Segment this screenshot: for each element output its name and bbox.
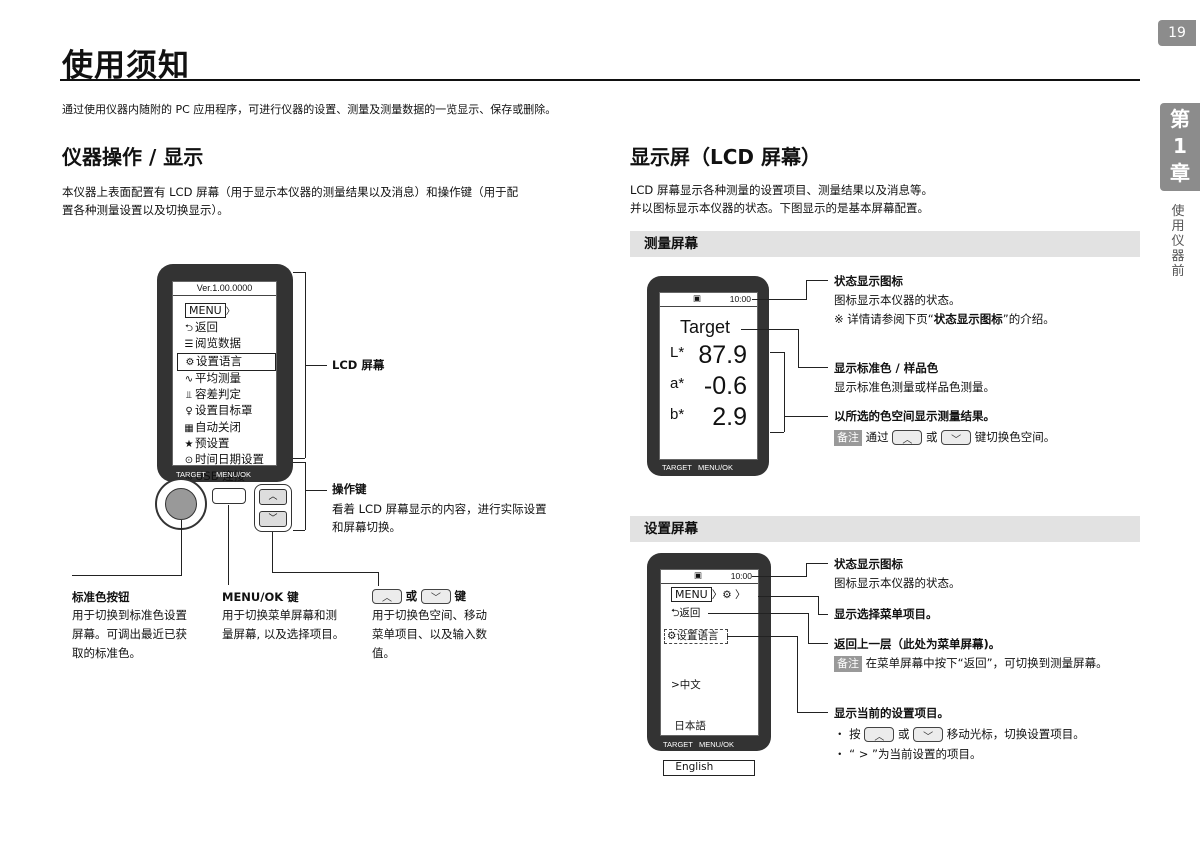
chapter-tab-char: 章 — [1170, 161, 1190, 185]
settings-current-callout: 显示当前的设置项目。 ・ 按 ︿ 或 ﹀ 移动光标，切换设置项目。 ・ “ > … — [834, 706, 1085, 761]
target-mask-icon: ♀ — [185, 406, 193, 418]
lab-row-a: a* -0.6 — [670, 372, 747, 400]
target-text: Target — [680, 317, 731, 337]
settings-menu-callout: 显示选择菜单项目。 — [834, 607, 938, 621]
chapter-tab-char: 1 — [1173, 134, 1187, 158]
menuok-label: MENU/OK — [698, 463, 734, 472]
menu-item[interactable]: ⮌返回 — [183, 320, 276, 336]
down-key[interactable]: ﹀ — [259, 511, 287, 527]
menu-list: ⮌返回 ☰阅览数据 ⚙设置语言 ∿平均测量 ⫫容差判定 ♀设置目标罩 ▦自动关闭… — [173, 318, 276, 485]
target-button-caption: 标准色按钮 用于切换到标准色设置 屏幕。可调出最近已获 取的标准色。 — [72, 590, 187, 660]
chapter-tab: 第 1 章 — [1160, 103, 1200, 191]
lab-row-l: L* 87.9 — [670, 341, 747, 369]
menu-label: MENU — [185, 303, 226, 318]
device-lcd: Ver.1.00.0000 MENU〉 ⮌返回 ☰阅览数据 ⚙设置语言 ∿平均测… — [172, 281, 277, 483]
settings-status-callout: 状态显示图标 图标显示本仪器的状态。 — [834, 557, 961, 590]
measure-lcd: ▣ 10:00 Target L* 87.9 a* -0.6 b* 2.9 — [659, 292, 758, 460]
operation-paragraph: 本仪器上表面配置有 LCD 屏幕（用于显示本仪器的测量结果以及消息）和操作键（用… — [62, 183, 518, 219]
measure-std-callout: 显示标准色 / 样品色 显示标准色测量或样品色测量。 — [834, 361, 995, 394]
keys-desc: 看着 LCD 屏幕显示的内容，进行实际设置 和屏幕切换。 — [332, 502, 547, 534]
target-label: TARGET — [662, 463, 692, 472]
measure-result-callout: 以所选的色空间显示测量结果。 备注 通过 ︿ 或 ﹀ 键切换色空间。 — [834, 409, 1056, 446]
option-item[interactable]: 日本語 — [671, 719, 706, 732]
keys-label: 操作键 — [332, 482, 367, 496]
chevron-up-icon: ︿ — [268, 492, 278, 502]
measure-screen-bar: 测量屏幕 — [630, 231, 1140, 257]
settings-lcd: ▣ 10:00 MENU〉⚙ 〉 ⮌返回 ⚙设置语言 >中文 日本語 Engli… — [660, 569, 759, 776]
time-text: 10:00 — [729, 294, 751, 304]
settings-screen-bar: 设置屏幕 — [630, 516, 1140, 542]
option-item-highlighted[interactable]: English — [663, 760, 755, 776]
chevron-down-icon: ﹀ — [268, 514, 278, 524]
settings-back-callout: 返回上一层（此处为菜单屏幕)。 备注 在菜单屏幕中按下“返回”，可切换到测量屏幕… — [834, 637, 1108, 672]
current-item[interactable]: ⚙设置语言 — [664, 629, 728, 644]
menuok-label: MENU/OK — [699, 740, 735, 749]
status-icon: ▣ — [693, 293, 702, 303]
menu-item[interactable]: ∿平均测量 — [183, 371, 276, 387]
language-icon: ⚙ — [722, 589, 732, 601]
section-heading-display: 显示屏（LCD 屏幕） — [630, 145, 821, 169]
menu-item[interactable]: ⊙时间日期设置 — [183, 452, 276, 468]
list-icon: ☰ — [184, 339, 194, 351]
page-title: 使用须知 — [62, 48, 190, 84]
down-key-icon: ﹀ — [420, 589, 451, 604]
up-key[interactable]: ︿ — [259, 489, 287, 505]
menu-label: MENU — [671, 587, 712, 602]
up-key-icon: ︿ — [892, 430, 923, 446]
average-icon: ∿ — [184, 373, 194, 385]
menuok-label: MENU/OK — [216, 470, 252, 479]
note-tag: 备注 — [834, 656, 862, 672]
auto-off-icon: ▦ — [184, 422, 194, 434]
lab-row-b: b* 2.9 — [670, 403, 747, 431]
clock-icon: ⊙ — [184, 455, 194, 467]
target-button[interactable] — [165, 488, 197, 520]
menuok-caption: MENU/OK 键 用于切换菜单屏幕和测 量屏幕, 以及选择项目。 — [222, 590, 345, 641]
lcd-screen-label: LCD 屏幕 — [332, 358, 385, 372]
menu-item[interactable]: ▦自动关闭 — [183, 420, 276, 436]
language-icon: ⚙ — [185, 356, 195, 368]
menu-item[interactable]: ☰阅览数据 — [183, 336, 276, 352]
back-item[interactable]: ⮌返回 — [671, 607, 701, 619]
menu-item[interactable]: ★预设置 — [183, 436, 276, 452]
up-key-icon: ︿ — [372, 589, 402, 604]
measure-status-callout: 状态显示图标 图标显示本仪器的状态。 ※ 详情请参阅下页“状态显示图标”的介绍。 — [834, 274, 1055, 326]
chapter-tab-char: 第 — [1170, 107, 1190, 131]
version-text: Ver.1.00.0000 — [173, 282, 276, 296]
return-icon: ⮌ — [671, 607, 680, 619]
menu-item-selected[interactable]: ⚙设置语言 — [177, 352, 276, 371]
section-heading-operation: 仪器操作 / 显示 — [62, 145, 204, 169]
preset-icon: ★ — [184, 439, 194, 451]
note-tag: 备注 — [834, 430, 862, 446]
paragraph-line: 本仪器上表面配置有 LCD 屏幕（用于显示本仪器的测量结果以及消息）和操作键（用… — [62, 185, 519, 199]
menu-item[interactable]: ⊕USB 连接 — [183, 469, 276, 485]
target-label: TARGET — [663, 740, 693, 749]
up-key-icon: ︿ — [864, 727, 895, 743]
menu-item[interactable]: ⫫容差判定 — [183, 387, 276, 403]
arrow-keys-caption: ︿ 或 ﹀ 键 用于切换色空间、移动 菜单项目、以及输入数 值。 — [372, 589, 487, 660]
title-rule — [60, 79, 1140, 81]
target-label: TARGET — [176, 470, 206, 479]
paragraph-line: 置各种测量设置以及切换显示）。 — [62, 203, 229, 217]
language-icon: ⚙ — [667, 630, 677, 642]
intro-text: 通过使用仪器内随附的 PC 应用程序，可进行仪器的设置、测量及测量数据的一览显示… — [62, 103, 557, 116]
down-key-icon: ﹀ — [913, 727, 944, 743]
return-icon: ⮌ — [184, 323, 193, 334]
tolerance-icon: ⫫ — [186, 390, 192, 402]
time-text: 10:00 — [730, 571, 752, 581]
down-key-icon: ﹀ — [941, 430, 972, 446]
menuok-button[interactable] — [212, 488, 246, 504]
page-number: 19 — [1158, 20, 1196, 46]
status-icon: ▣ — [694, 570, 703, 580]
menu-item[interactable]: ♀设置目标罩 — [183, 403, 276, 419]
chapter-side-label: 使用仪器前 — [1171, 204, 1185, 279]
usb-icon: ⊕ — [184, 471, 194, 483]
display-paragraph: LCD 屏幕显示各种测量的设置项目、测量结果以及消息等。 并以图标显示本仪器的状… — [630, 183, 933, 215]
option-item[interactable]: >中文 — [671, 679, 701, 691]
